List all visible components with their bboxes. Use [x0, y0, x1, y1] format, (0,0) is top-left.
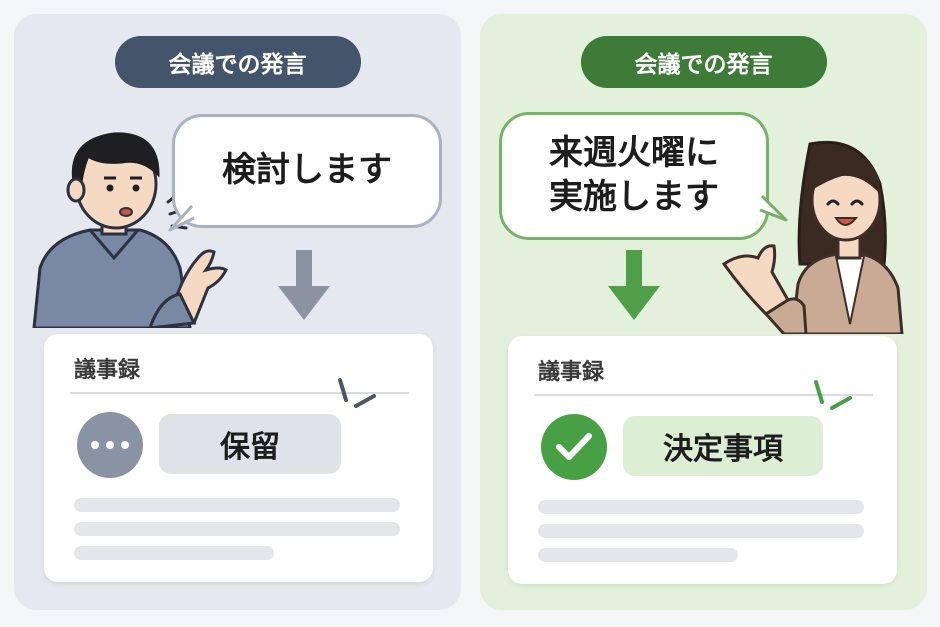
right-badge: 会議での発言: [580, 36, 827, 88]
right-speech-line-2: 実施します: [549, 177, 719, 217]
left-status-icon-container: [77, 412, 143, 478]
right-sparkle-icon: [814, 380, 852, 410]
more-dots-icon: [91, 441, 129, 449]
left-speech-line: 検討します: [222, 150, 392, 191]
left-text-line-3: [74, 546, 274, 560]
right-card-divider: [534, 394, 873, 396]
left-text-line-1: [74, 498, 400, 512]
left-text-line-2: [74, 522, 400, 536]
check-icon: [556, 433, 592, 460]
right-panel: 会議での発言 来週火曜に 実施します 議事録: [480, 14, 927, 610]
right-text-line-2: [538, 524, 864, 538]
left-badge: 会議での発言: [114, 36, 361, 88]
left-speech-bubble: 検討します: [172, 114, 442, 228]
woman-illustration: [721, 140, 904, 334]
right-down-arrow-icon: [608, 250, 660, 320]
left-bubble-tail: [168, 204, 195, 232]
right-text-line-3: [538, 548, 738, 562]
left-minutes-card: 議事録 保留: [44, 334, 433, 582]
left-panel: 会議での発言 検討します 議事録: [14, 14, 461, 610]
left-card-divider: [70, 392, 409, 394]
right-card-title: 議事録: [538, 360, 605, 385]
left-sparkle-icon: [338, 378, 376, 408]
man-illustration: [32, 132, 228, 328]
right-status-tag: 決定事項: [623, 416, 823, 476]
right-speech-bubble: 来週火曜に 実施します: [499, 112, 769, 240]
right-speech-line-1: 来週火曜に: [549, 133, 719, 174]
right-bubble-tail: [759, 194, 788, 222]
right-status-icon-container: [541, 414, 607, 480]
left-down-arrow-icon: [278, 250, 330, 320]
left-status-tag: 保留: [159, 414, 341, 474]
left-card-title: 議事録: [74, 358, 141, 383]
right-minutes-card: 議事録 決定事項: [508, 336, 897, 584]
right-text-line-1: [538, 500, 864, 514]
